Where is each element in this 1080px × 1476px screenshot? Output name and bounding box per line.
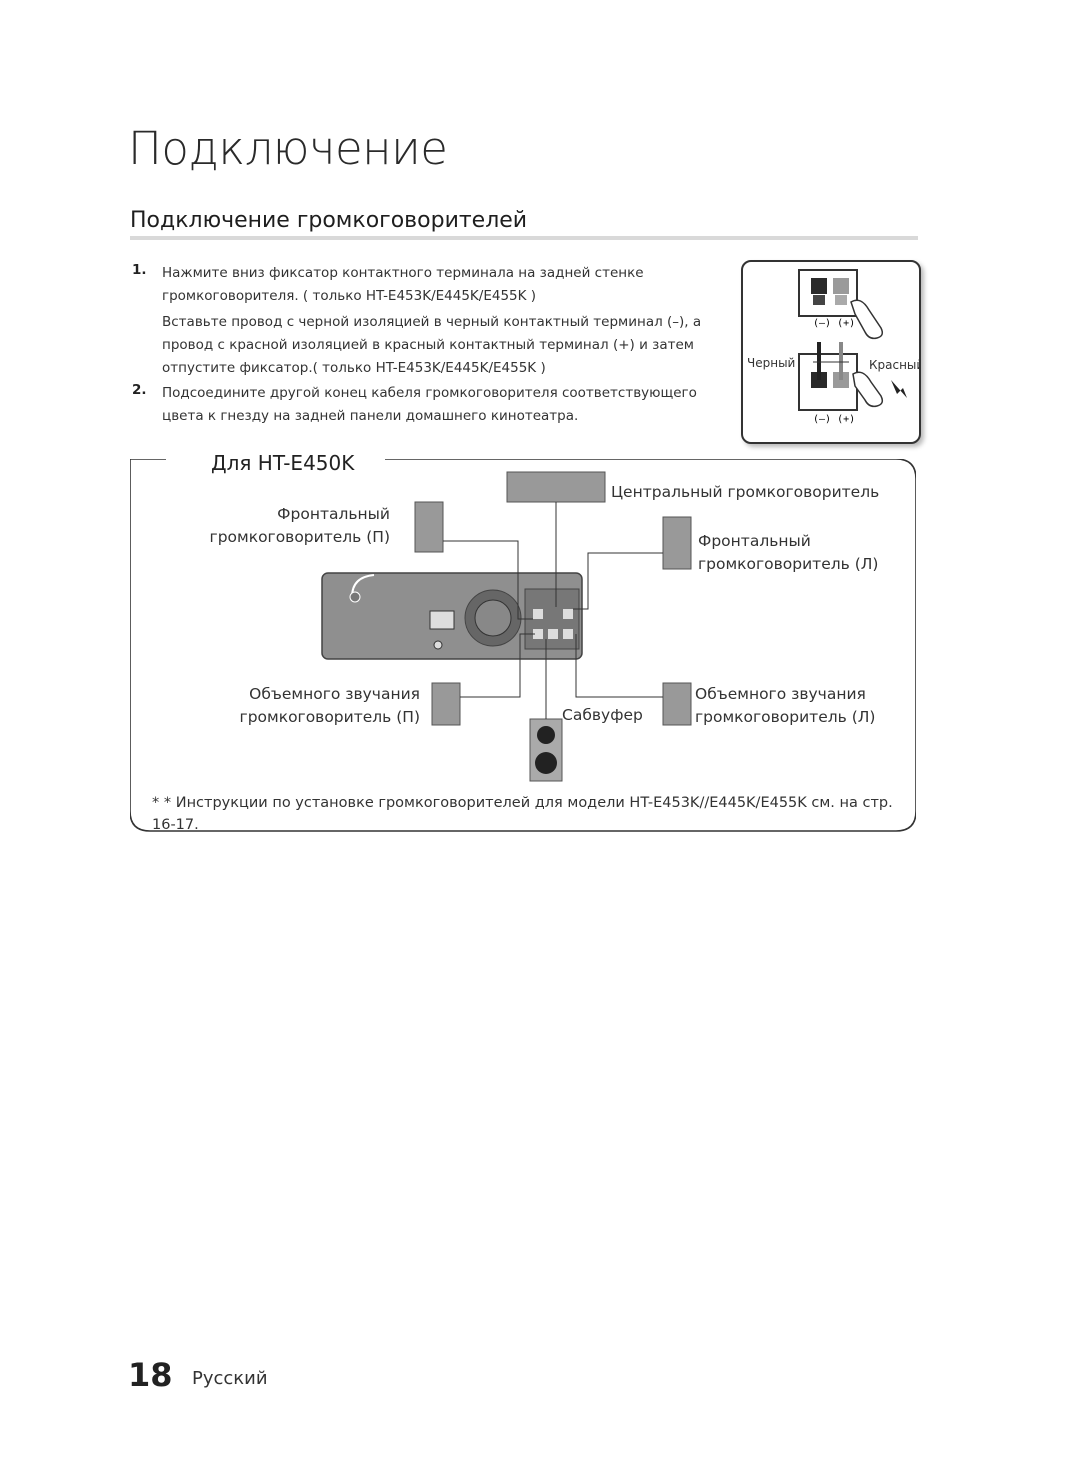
front-left-label-line-2: громкоговоритель (Л) [698, 555, 879, 573]
wire-surround-left [575, 634, 663, 698]
step-2-number: 2. [132, 382, 147, 398]
subwoofer-driver-bottom [535, 752, 557, 774]
black-label: Черный [747, 356, 795, 370]
heading-rule [130, 236, 918, 240]
top-red-clip [835, 295, 847, 305]
front-left-label: Фронтальный громкоговоритель (Л) [698, 530, 878, 576]
surround-left-label-line-1: Объемного звучания [695, 685, 866, 703]
step-2-text: Подсоедините другой конец кабеля громког… [162, 385, 697, 424]
section-heading: Подключение громкоговорителей [130, 208, 528, 233]
bottom-polarity-label: (–) (+) [813, 414, 855, 425]
arrow-down-icon [891, 380, 907, 398]
step-1-text: Нажмите вниз фиксатор контактного термин… [162, 265, 644, 304]
top-black-terminal [811, 278, 827, 294]
front-right-label-line-2: громкоговоритель (П) [209, 528, 390, 546]
subwoofer-driver-top [537, 726, 555, 744]
model-frame [130, 459, 916, 832]
wire-surround-right [460, 633, 535, 698]
finger-press-icon [850, 299, 884, 340]
center-label: Центральный громкоговоритель [611, 483, 880, 501]
page-number: 18 [128, 1356, 173, 1394]
surround-right-speaker [431, 682, 461, 726]
surround-right-label-line-1: Объемного звучания [249, 685, 420, 703]
surround-left-label-line-2: громкоговоритель (Л) [695, 708, 876, 726]
red-label: Красный [869, 358, 919, 372]
terminal-diagram: (–) (+) (–) (+) Черный Красный [741, 260, 924, 444]
surround-right-label-line-2: громкоговоритель (П) [239, 708, 420, 726]
center-speaker [506, 471, 606, 503]
subwoofer-label: Сабвуфер [562, 706, 643, 724]
wire-front-right [443, 540, 533, 620]
footnote: * * Инструкции по установке громкоговори… [152, 795, 893, 833]
terminal-illustration: (–) (+) (–) (+) Черный Красный [747, 269, 924, 425]
front-right-speaker [414, 501, 444, 553]
footer-language: Русский [192, 1368, 268, 1389]
wire-front-left [573, 552, 663, 610]
front-right-label-line-1: Фронтальный [277, 505, 390, 523]
front-left-label-line-1: Фронтальный [698, 532, 811, 550]
top-black-clip [813, 295, 825, 305]
finger-release-icon [852, 371, 884, 408]
top-red-terminal [833, 278, 849, 294]
model-label: Для HT-E450K [205, 451, 361, 475]
surround-left-speaker [662, 682, 692, 726]
main-unit [321, 572, 583, 660]
front-right-label: Фронтальный громкоговоритель (П) [190, 503, 390, 549]
surround-left-label: Объемного звучания громкоговоритель (Л) [695, 683, 875, 729]
surround-right-label: Объемного звучания громкоговоритель (П) [220, 683, 420, 729]
top-polarity-label: (–) (+) [813, 318, 855, 329]
front-left-speaker [662, 516, 692, 570]
step-1-number: 1. [132, 262, 147, 278]
step-1-detail: Вставьте провод с черной изоляцией в чер… [162, 314, 702, 376]
page-title: Подключение [128, 122, 448, 175]
